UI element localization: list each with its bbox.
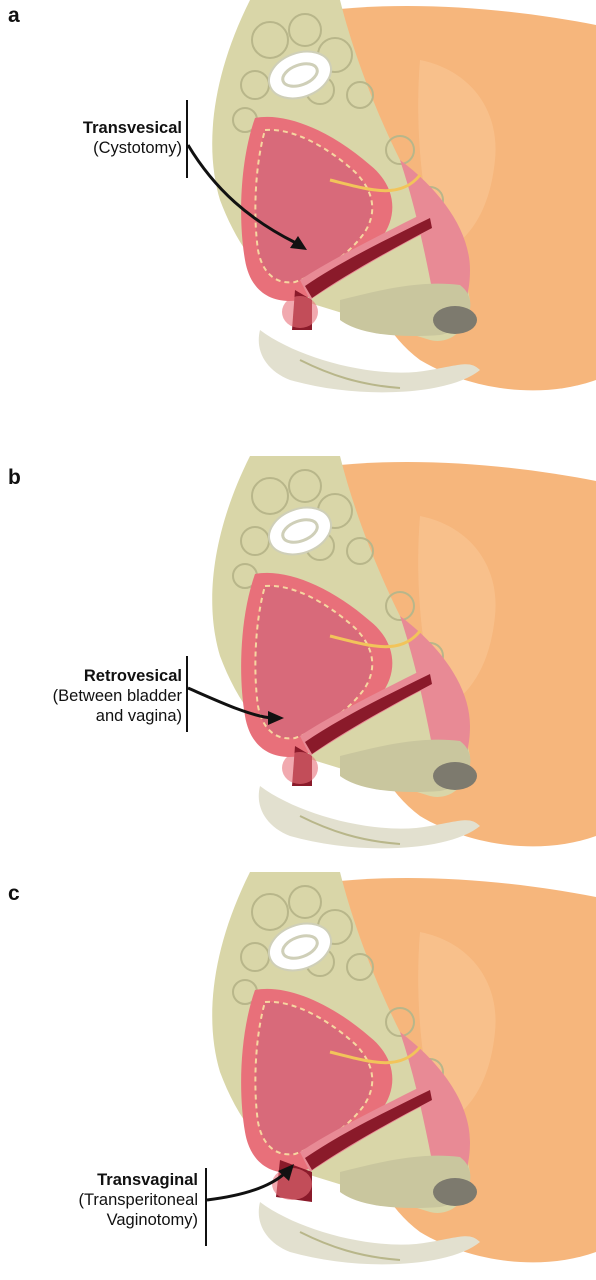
panel-b: b Ret xyxy=(0,440,596,860)
panel-a: a xyxy=(0,0,596,420)
panel-c: c Tra xyxy=(0,860,596,1280)
approach-arrow xyxy=(0,440,596,860)
approach-arrow xyxy=(0,860,596,1280)
approach-arrow xyxy=(0,0,596,420)
